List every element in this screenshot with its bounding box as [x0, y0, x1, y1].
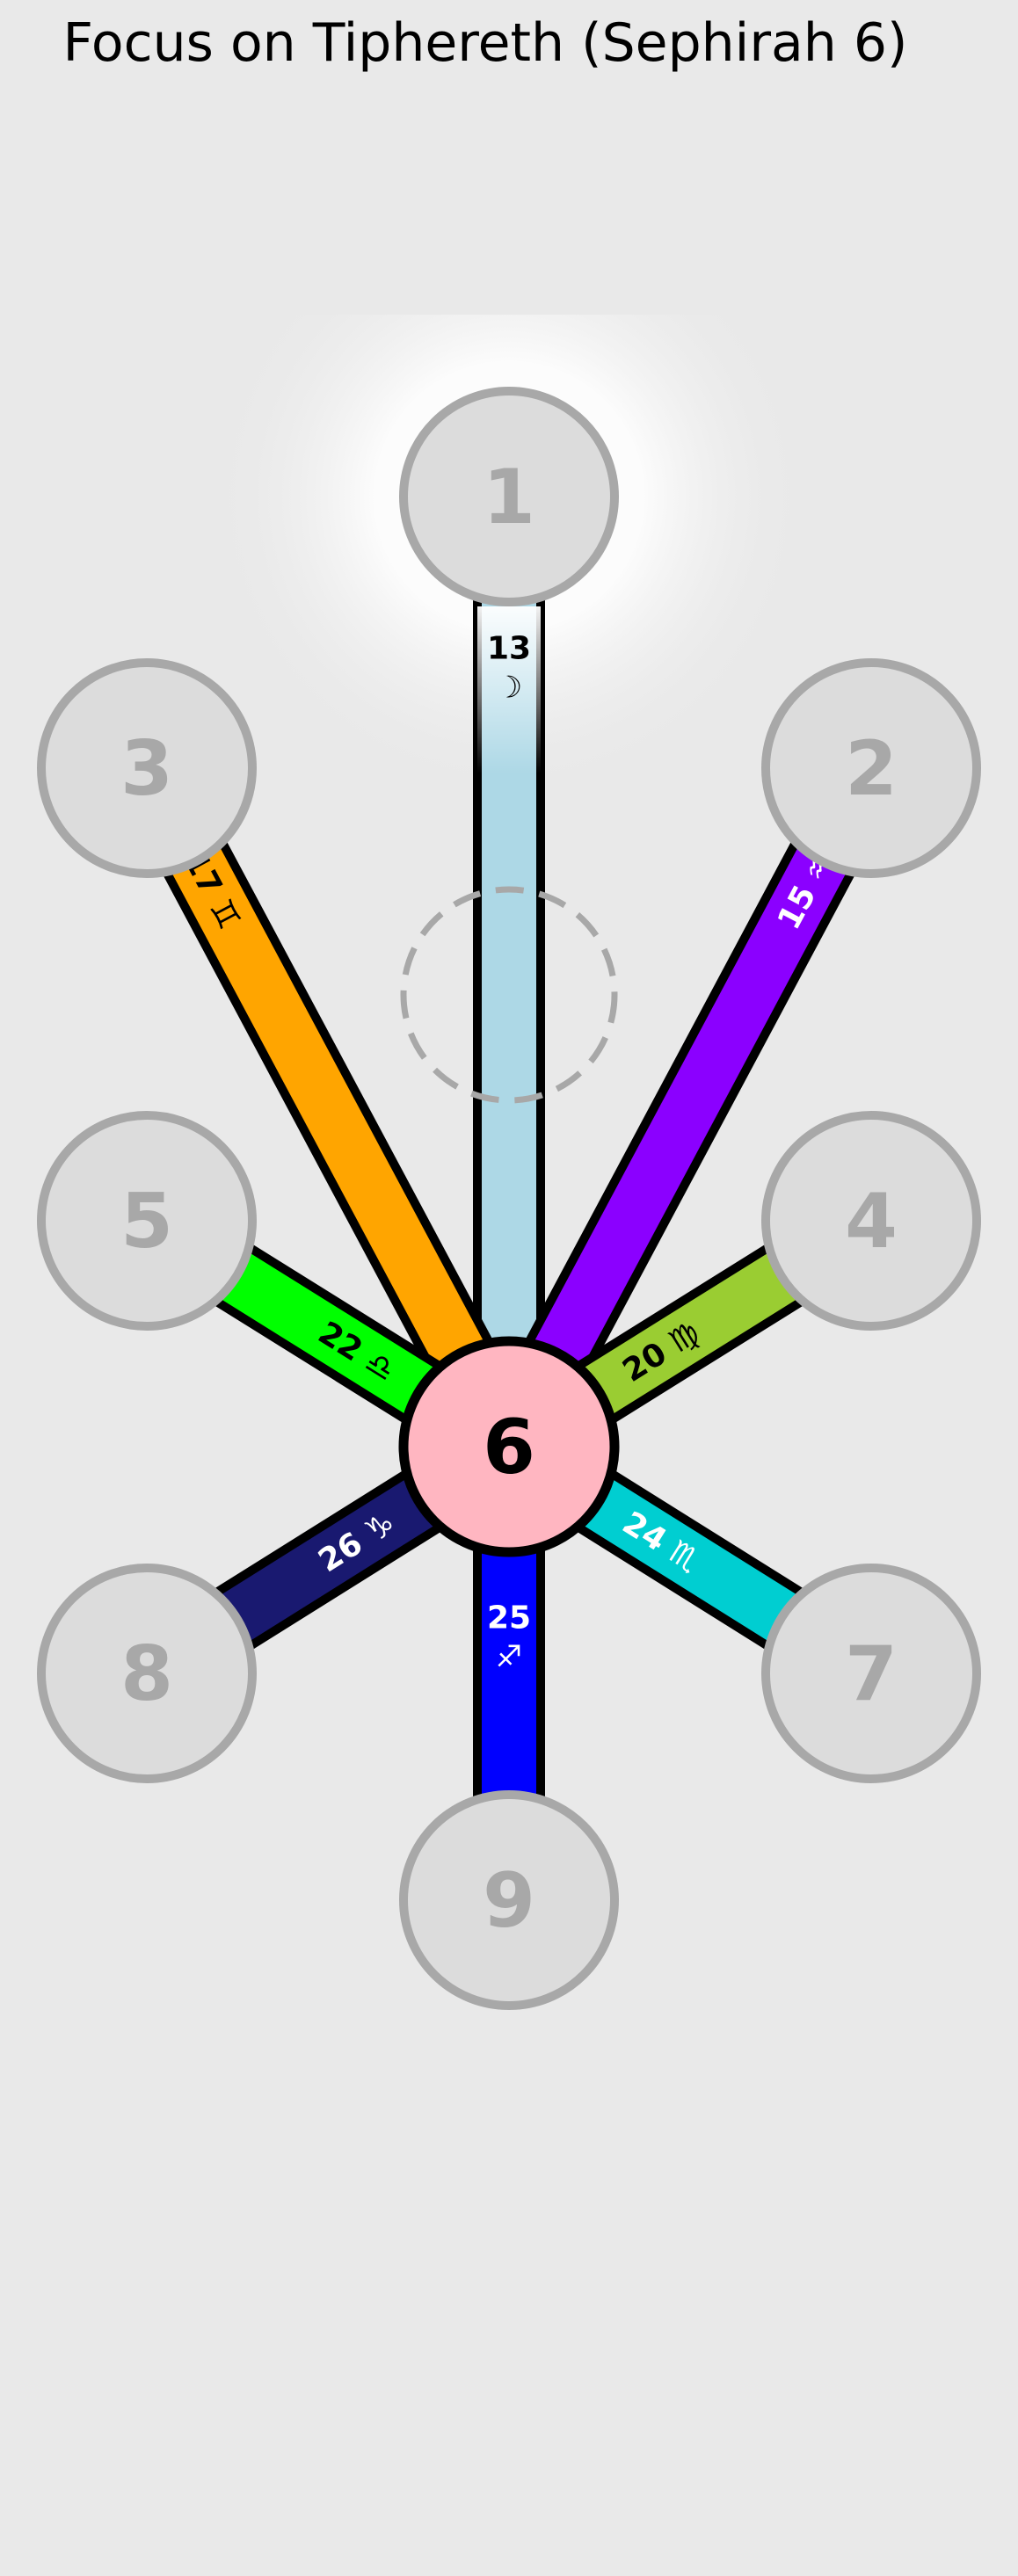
sephirah-number: 2: [845, 725, 898, 813]
sephirah-circle: [761, 1564, 981, 1783]
daath-outline: [400, 886, 618, 1104]
sephirah-number: 9: [483, 1857, 535, 1945]
sephirah-5[interactable]: 5: [37, 1111, 257, 1331]
sephirah-circle: [398, 1336, 620, 1557]
path-band: [484, 755, 896, 1460]
sephirah-3[interactable]: 3: [37, 658, 257, 878]
path-label-13: 13 ☽: [487, 631, 531, 706]
path-17: [114, 751, 542, 1464]
sephirah-circle: [37, 1564, 257, 1783]
sephirah-1[interactable]: 1: [399, 387, 619, 606]
sephirah-circle: [761, 1111, 981, 1331]
sephirah-4[interactable]: 4: [761, 1111, 981, 1331]
sephirah-circle: [399, 1790, 619, 2010]
sephirah-6[interactable]: 6: [398, 1336, 620, 1557]
sephiroth-layer: 1 2 3 4 5 6 7 8 9: [37, 387, 981, 2010]
path-band: [122, 755, 534, 1460]
sephirah-circle: [37, 1111, 257, 1331]
path-number: 25: [487, 1600, 531, 1636]
sephirah-7[interactable]: 7: [761, 1564, 981, 1783]
sephirah-number: 6: [483, 1404, 535, 1491]
path-symbol: ☽: [496, 671, 522, 706]
sephirah-number: 3: [120, 725, 173, 813]
sephirah-8[interactable]: 8: [37, 1564, 257, 1783]
sephirah-number: 7: [845, 1630, 898, 1718]
sephirah-number: 8: [120, 1630, 173, 1718]
sephirah-2[interactable]: 2: [761, 658, 981, 878]
sephirah-9[interactable]: 9: [399, 1790, 619, 2010]
sephirah-number: 4: [845, 1178, 898, 1266]
page-title: Focus on Tiphereth (Sephirah 6): [62, 12, 908, 74]
path-13-fade: [477, 606, 541, 773]
path-number: 13: [487, 631, 531, 667]
path-symbol: ♐: [496, 1640, 522, 1675]
path-15: [476, 751, 904, 1464]
sephirah-circle: [399, 387, 619, 606]
sephirah-circle: [761, 658, 981, 878]
sephirah-number: 5: [120, 1178, 173, 1266]
sephirah-number: 1: [483, 454, 535, 541]
sephirah-circle: [37, 658, 257, 878]
path-label-25: 25 ♐: [487, 1600, 531, 1675]
